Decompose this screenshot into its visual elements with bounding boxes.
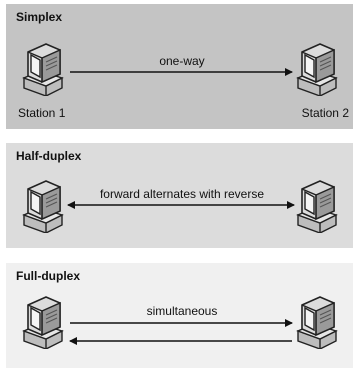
full-duplex-label: simultaneous [147,304,218,318]
simplex-title: Simplex [16,10,63,24]
simplex-panel: Simplex one-way Station 1 Station 2 [6,4,353,129]
station-2-label: Station 2 [302,106,350,120]
full-duplex-diagram: simultaneous [23,296,337,349]
full-duplex-right-computer-icon [297,296,337,349]
half-duplex-title: Half-duplex [16,149,82,163]
station-2-computer-icon [297,43,337,96]
station-1-computer-icon [23,43,63,96]
station-1-label: Station 1 [18,106,66,120]
one-way-label: one-way [159,54,204,68]
full-duplex-title: Full-duplex [16,269,80,283]
simplex-diagram: one-way Station 1 Station 2 [18,43,350,120]
full-duplex-left-computer-icon [23,296,63,349]
half-duplex-panel: Half-duplex forward alternates with reve… [6,143,353,248]
half-duplex-right-computer-icon [297,180,337,233]
half-duplex-label: forward alternates with reverse [100,187,264,201]
half-duplex-left-computer-icon [23,180,63,233]
full-duplex-panel: Full-duplex simultaneous [6,263,353,368]
half-duplex-diagram: forward alternates with reverse [23,180,337,233]
